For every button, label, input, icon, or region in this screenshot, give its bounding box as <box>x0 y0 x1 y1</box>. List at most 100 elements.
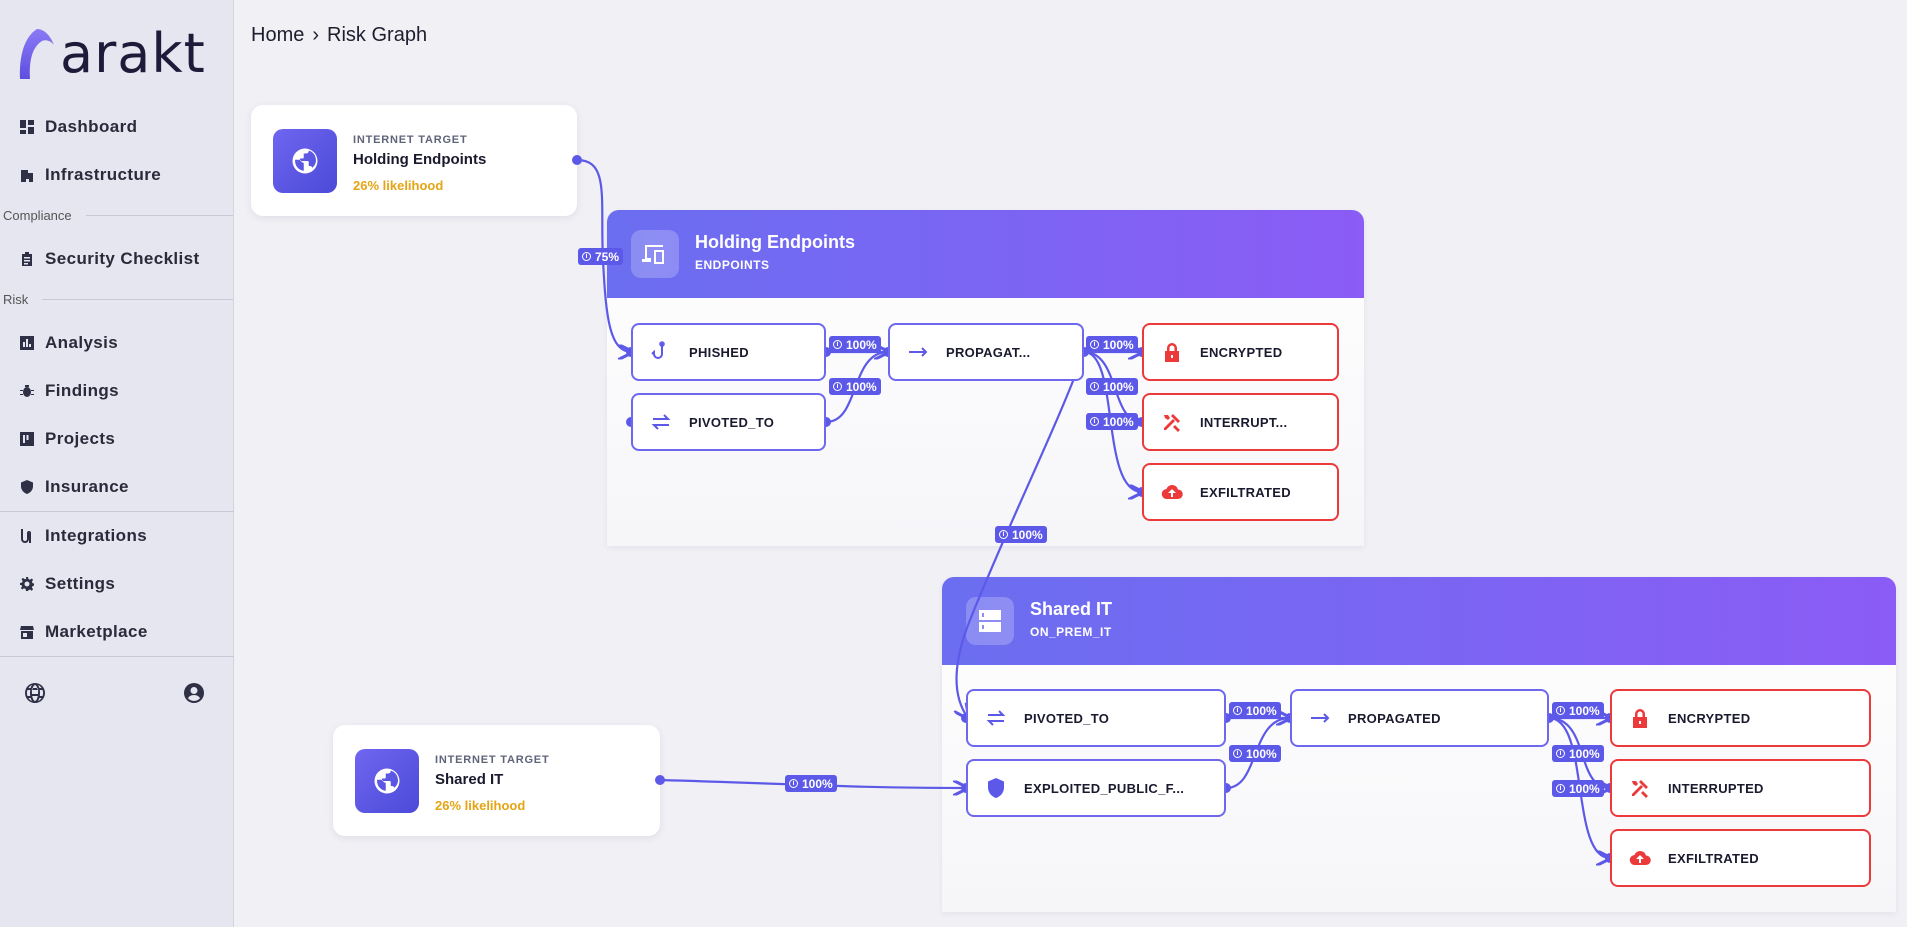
node-phished[interactable]: PHISHED <box>631 323 826 381</box>
sidebar-item-security-checklist[interactable]: Security Checklist <box>20 249 200 269</box>
swap-icon <box>984 706 1008 730</box>
node-label: EXFILTRATED <box>1200 484 1291 500</box>
sidebar-item-label: Marketplace <box>45 622 148 641</box>
info-icon: i <box>789 779 798 788</box>
target-likelihood: 26% likelihood <box>353 178 444 193</box>
logo[interactable]: arakt <box>18 24 206 84</box>
edge-label-value: 100% <box>1569 781 1600 796</box>
node-exfiltrated[interactable]: EXFILTRATED <box>1610 829 1871 887</box>
target-kind: INTERNET TARGET <box>435 754 550 766</box>
edge-label-value: 100% <box>802 776 833 791</box>
tools-icon <box>1628 776 1652 800</box>
node-label: PIVOTED_TO <box>689 414 775 430</box>
target-card-shared-it[interactable]: INTERNET TARGET Shared IT 26% likelihood <box>333 725 660 836</box>
clipboard-icon <box>20 252 34 266</box>
target-card-holding-endpoints[interactable]: INTERNET TARGET Holding Endpoints 26% li… <box>251 105 577 216</box>
sidebar-item-analysis[interactable]: Analysis <box>20 333 118 353</box>
shield-icon <box>20 480 34 494</box>
tools-icon <box>1160 410 1184 434</box>
node-label: PHISHED <box>689 344 749 360</box>
group-subtitle: ENDPOINTS <box>695 258 770 272</box>
sidebar-item-projects[interactable]: Projects <box>20 429 115 449</box>
edge-label-value: 100% <box>1246 703 1277 718</box>
globe-icon[interactable] <box>23 681 47 705</box>
node-label: ENCRYPTED <box>1668 710 1751 726</box>
sidebar-item-label: Dashboard <box>45 117 138 136</box>
sidebar-item-infrastructure[interactable]: Infrastructure <box>20 165 161 185</box>
node-propagated[interactable]: PROPAGAT... <box>888 323 1084 381</box>
sidebar-item-label: Findings <box>45 381 120 400</box>
cloud-upload-icon <box>1628 846 1652 870</box>
chevron-right-icon: › <box>312 24 320 46</box>
sidebar-item-label: Projects <box>45 429 116 448</box>
sidebar-item-insurance[interactable]: Insurance <box>20 477 129 497</box>
edge-label-value: 100% <box>1103 337 1134 352</box>
sidebar-item-findings[interactable]: Findings <box>20 381 119 401</box>
edge-label-value: 100% <box>1103 379 1134 394</box>
section-label-compliance: Compliance <box>3 208 233 223</box>
info-icon: i <box>1556 749 1565 758</box>
arrow-right-icon <box>906 340 930 364</box>
arakt-logo-icon <box>19 29 54 79</box>
info-icon: i <box>999 530 1008 539</box>
breadcrumb-current: Risk Graph <box>327 24 428 46</box>
edge-label-value: 100% <box>846 379 877 394</box>
logo-text: arakt <box>60 22 206 85</box>
sidebar-divider <box>0 656 234 657</box>
edge-label[interactable]: i 100% <box>1086 378 1138 395</box>
bug-icon <box>20 384 34 398</box>
group-header: Holding Endpoints ENDPOINTS <box>607 210 1364 298</box>
node-interrupted[interactable]: INTERRUPTED <box>1610 759 1871 817</box>
sidebar-item-settings[interactable]: Settings <box>20 574 115 594</box>
sidebar-item-dashboard[interactable]: Dashboard <box>20 117 137 137</box>
devices-icon <box>631 230 679 278</box>
breadcrumb: Home › Risk Graph <box>251 24 427 47</box>
node-exploited-public-facing[interactable]: EXPLOITED_PUBLIC_F... <box>966 759 1226 817</box>
info-icon: i <box>1090 417 1099 426</box>
node-pivoted-to[interactable]: PIVOTED_TO <box>966 689 1226 747</box>
breadcrumb-home[interactable]: Home <box>251 24 305 46</box>
lock-icon <box>1160 340 1184 364</box>
node-propagated[interactable]: PROPAGATED <box>1290 689 1549 747</box>
node-pivoted-to[interactable]: PIVOTED_TO <box>631 393 826 451</box>
lock-icon <box>1628 706 1652 730</box>
edge-label[interactable]: i 100% <box>785 775 837 792</box>
edge-label-value: 75% <box>595 249 620 264</box>
sidebar-item-marketplace[interactable]: Marketplace <box>20 622 148 642</box>
user-circle-icon[interactable] <box>182 681 206 705</box>
target-likelihood: 26% likelihood <box>435 798 526 813</box>
sidebar-item-label: Settings <box>45 574 116 593</box>
target-name: Holding Endpoints <box>353 151 487 168</box>
info-icon: i <box>1090 382 1099 391</box>
sidebar-item-label: Analysis <box>45 333 119 352</box>
sidebar-item-integrations[interactable]: Integrations <box>20 526 147 546</box>
edge-label-value: 100% <box>1246 746 1277 761</box>
node-label: INTERRUPT... <box>1200 414 1288 430</box>
edge-label[interactable]: i 100% <box>1552 780 1604 797</box>
node-encrypted[interactable]: ENCRYPTED <box>1610 689 1871 747</box>
node-interrupted[interactable]: INTERRUPT... <box>1142 393 1339 451</box>
swap-icon <box>649 410 673 434</box>
group-subtitle: ON_PREM_IT <box>1030 625 1112 639</box>
sidebar-divider <box>0 511 234 512</box>
sidebar-item-label: Security Checklist <box>45 249 200 268</box>
node-label: PIVOTED_TO <box>1024 710 1110 726</box>
sidebar-item-label: Infrastructure <box>45 165 162 184</box>
node-label: ENCRYPTED <box>1200 344 1283 360</box>
globe-icon <box>355 749 419 813</box>
info-icon: i <box>1556 784 1565 793</box>
shield-icon <box>984 776 1008 800</box>
node-encrypted[interactable]: ENCRYPTED <box>1142 323 1339 381</box>
node-label: EXFILTRATED <box>1668 850 1759 866</box>
node-exfiltrated[interactable]: EXFILTRATED <box>1142 463 1339 521</box>
